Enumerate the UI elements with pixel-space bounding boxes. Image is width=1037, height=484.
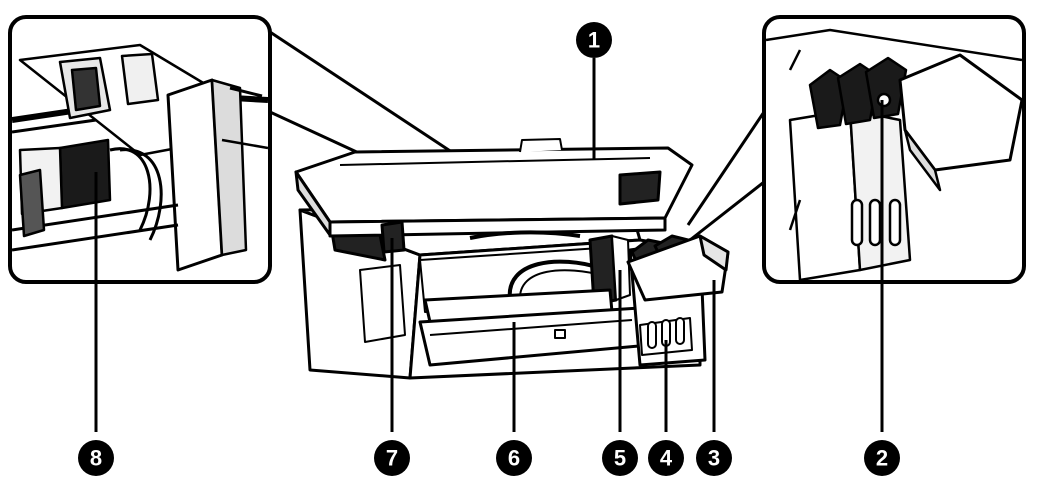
callout-7-label: 7 — [386, 446, 398, 471]
callout-leaders — [390, 58, 716, 432]
callout-1: 1 — [576, 22, 612, 58]
callout-8-label: 8 — [90, 446, 102, 471]
callout-7: 7 — [374, 440, 410, 476]
callout-3: 3 — [696, 440, 732, 476]
callout-1-label: 1 — [588, 28, 600, 53]
printer-illustration — [294, 138, 730, 380]
callout-8: 8 — [78, 440, 114, 476]
callout-2: 2 — [864, 440, 900, 476]
callout-5-label: 5 — [614, 446, 626, 471]
callout-2-label: 2 — [876, 446, 888, 471]
left-detail-inset — [8, 15, 272, 432]
callout-4: 4 — [648, 440, 684, 476]
right-detail-inset — [762, 15, 1026, 432]
callout-6-label: 6 — [508, 446, 520, 471]
callout-5: 5 — [602, 440, 638, 476]
callout-4-label: 4 — [660, 446, 673, 471]
callout-3-label: 3 — [708, 446, 720, 471]
callout-6: 6 — [496, 440, 532, 476]
